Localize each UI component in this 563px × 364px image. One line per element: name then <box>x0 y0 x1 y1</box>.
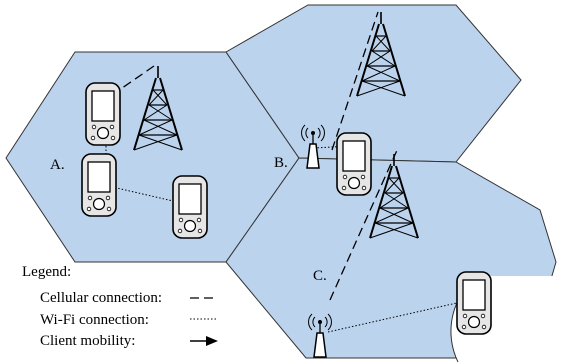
cellular-link-b <box>331 11 379 151</box>
legend-cellular-label: Cellular connection: <box>40 290 162 306</box>
scenario-label-b: B. <box>274 155 288 171</box>
mobile-device-icon <box>456 271 492 335</box>
scenario-label-c: C. <box>313 268 327 284</box>
wifi-link-b <box>313 145 351 149</box>
mobile-device-icon <box>172 175 208 239</box>
arrow-right-icon <box>190 336 218 346</box>
scenario-label-a: A. <box>50 157 65 173</box>
legend-title: Legend: <box>22 264 71 280</box>
legend: Legend: Cellular connection: Wi-Fi conne… <box>22 264 218 349</box>
mobile-device-icon <box>85 82 121 146</box>
mobile-device-icon <box>336 132 372 196</box>
legend-wifi-label: Wi-Fi connection: <box>40 312 149 328</box>
legend-mobility-label: Client mobility: <box>40 333 135 349</box>
mobile-device-icon <box>81 153 117 217</box>
